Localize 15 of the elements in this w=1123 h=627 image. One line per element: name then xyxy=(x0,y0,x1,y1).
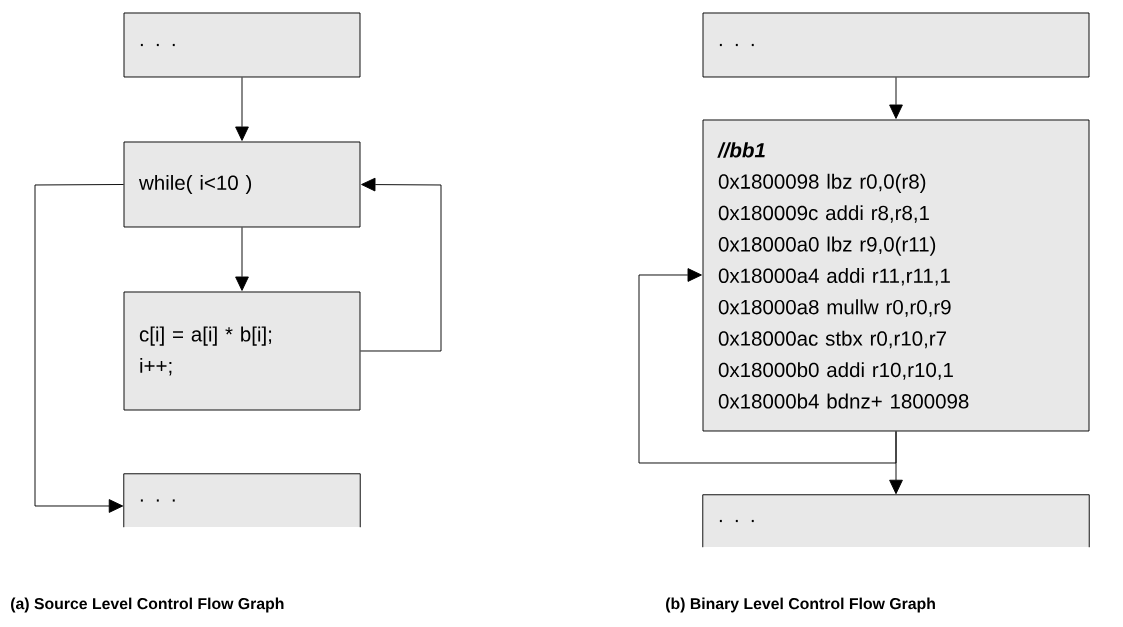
arrow xyxy=(360,177,442,352)
arrow xyxy=(235,77,249,141)
arrow xyxy=(34,184,124,513)
arrow xyxy=(235,227,249,291)
figure-caption: (b) Binary Level Control Flow Graph xyxy=(666,597,935,613)
code-block-box: c[i] = a[i] * b[i]; i++; xyxy=(123,291,361,411)
arrow xyxy=(638,268,897,464)
figure-caption: (a) Source Level Control Flow Graph xyxy=(11,597,284,613)
code-block-box: . . . xyxy=(702,12,1090,78)
code-block-box: . . . xyxy=(123,473,361,528)
arrow xyxy=(889,77,903,119)
code-block-box: . . . xyxy=(702,494,1090,548)
code-block-box: //bb1 0x1800098 lbz r0,0(r8) 0x180009c addi r8,r8,1 0x18000a0 lbz r9,0(r11) 0x18000a4 addi r11,r11,1 0x18000a8 mullw r0,r0,r9 0x18000ac stbx r0,r10,r7 0x18000b0 addi r10,r10,1 0x18000b4 bdnz+ 1800098 xyxy=(702,119,1090,432)
code-block-box: . . . xyxy=(123,12,361,78)
code-block-box: while( i<10 ) xyxy=(123,141,361,228)
